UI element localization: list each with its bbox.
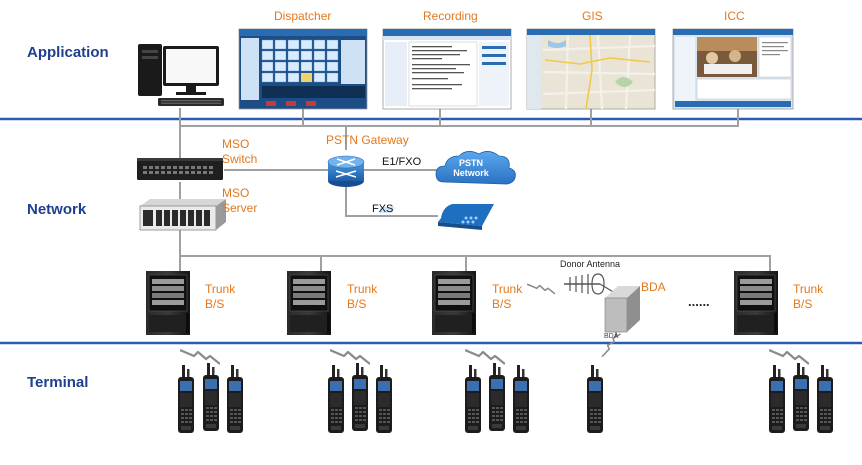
- trunk-bs-label-line1: Trunk: [347, 282, 378, 296]
- radio-group-3: [465, 363, 529, 433]
- handheld-radio-icon: [227, 365, 243, 433]
- router-icon: [327, 155, 365, 187]
- e1-fxo-label: E1/FXO: [382, 156, 422, 168]
- cloud-icon: [435, 151, 516, 185]
- bda-small-label: BDA: [604, 333, 619, 340]
- trunk-bs-label: Trunk B/S: [492, 282, 522, 312]
- radio-group-2: [328, 363, 392, 433]
- layer-title-network: Network: [27, 201, 87, 218]
- app-label-gis: GIS: [582, 9, 603, 23]
- trunk-bs-label-line2: B/S: [205, 297, 225, 311]
- handheld-radio-icon: [352, 363, 368, 431]
- handheld-radio-icon: [465, 365, 481, 433]
- app-label-dispatcher: Dispatcher: [274, 9, 332, 23]
- handheld-radio-icon: [489, 363, 505, 431]
- dispatcher-screenshot: [238, 28, 368, 110]
- radio-group-1: [178, 363, 243, 433]
- pstn-network-label: PSTN Network: [449, 158, 493, 178]
- donor-antenna-label: Donor Antenna: [560, 259, 621, 269]
- handheld-radio-icon: [769, 365, 785, 433]
- pstn-network-label-line1: PSTN: [458, 158, 483, 168]
- mso-server-label: MSO Server: [222, 186, 257, 216]
- desktop-computer-icon: [138, 44, 224, 106]
- layer-dividers: [0, 117, 862, 345]
- mso-server-device: [139, 199, 226, 231]
- bda-device-icon: [604, 286, 640, 337]
- trunk-bs-label-line1: Trunk: [205, 282, 236, 296]
- bda-label: BDA: [641, 280, 666, 294]
- recording-screenshot: [382, 28, 512, 110]
- base-station-cabinet-icon: [734, 271, 778, 335]
- handheld-radio-icon: [178, 365, 194, 433]
- trunk-bs-label: Trunk B/S: [347, 282, 377, 312]
- desk-phone-icon: [378, 204, 494, 230]
- trunk-bs-label-line1: Trunk: [492, 282, 523, 296]
- handheld-radio-icon: [817, 365, 833, 433]
- trunk-bs-label-line2: B/S: [347, 297, 367, 311]
- handheld-radio-icon: [513, 365, 529, 433]
- radio-group-4: [769, 363, 833, 433]
- icc-screenshot: [672, 28, 794, 110]
- handheld-radio-icon: [376, 365, 392, 433]
- pstn-network-label-line2: Network: [453, 168, 489, 178]
- pstn-gateway-label: PSTN Gateway: [326, 133, 409, 147]
- trunk-bs-label: Trunk B/S: [205, 282, 235, 312]
- layer-title-terminal: Terminal: [27, 374, 89, 391]
- trunk-bs-label-line1: Trunk: [793, 282, 824, 296]
- mso-server-label-line1: MSO: [222, 186, 250, 200]
- handheld-radio-icon: [203, 363, 219, 431]
- fxs-label: FXS: [372, 203, 394, 215]
- trunk-bs-label-line2: B/S: [793, 297, 813, 311]
- connector-lines: [179, 108, 771, 275]
- app-label-recording: Recording: [423, 9, 478, 23]
- mso-switch-label-line1: MSO: [222, 137, 250, 151]
- handheld-radio-icon: [793, 363, 809, 431]
- more-stations-ellipsis: ......: [688, 294, 710, 309]
- app-label-icc: ICC: [724, 9, 745, 23]
- mso-switch-device: [137, 158, 223, 180]
- base-station-cabinet-icon: [146, 271, 190, 335]
- mso-switch-label-line2: Switch: [222, 152, 258, 166]
- application-bus: [179, 108, 739, 127]
- base-station-cabinet-icon: [287, 271, 331, 335]
- handheld-radio-icon: [328, 365, 344, 433]
- trunk-bs-label-line2: B/S: [492, 297, 512, 311]
- trunk-bs-label: Trunk B/S: [793, 282, 823, 312]
- mso-switch-label: MSO Switch: [222, 137, 257, 167]
- base-station-cabinet-icon: [432, 271, 476, 335]
- gis-map-screenshot: [526, 28, 656, 110]
- layer-title-application: Application: [27, 44, 109, 61]
- radio-group-bda: [587, 365, 603, 433]
- mso-server-label-line2: Server: [222, 201, 258, 215]
- handheld-radio-icon: [587, 365, 603, 433]
